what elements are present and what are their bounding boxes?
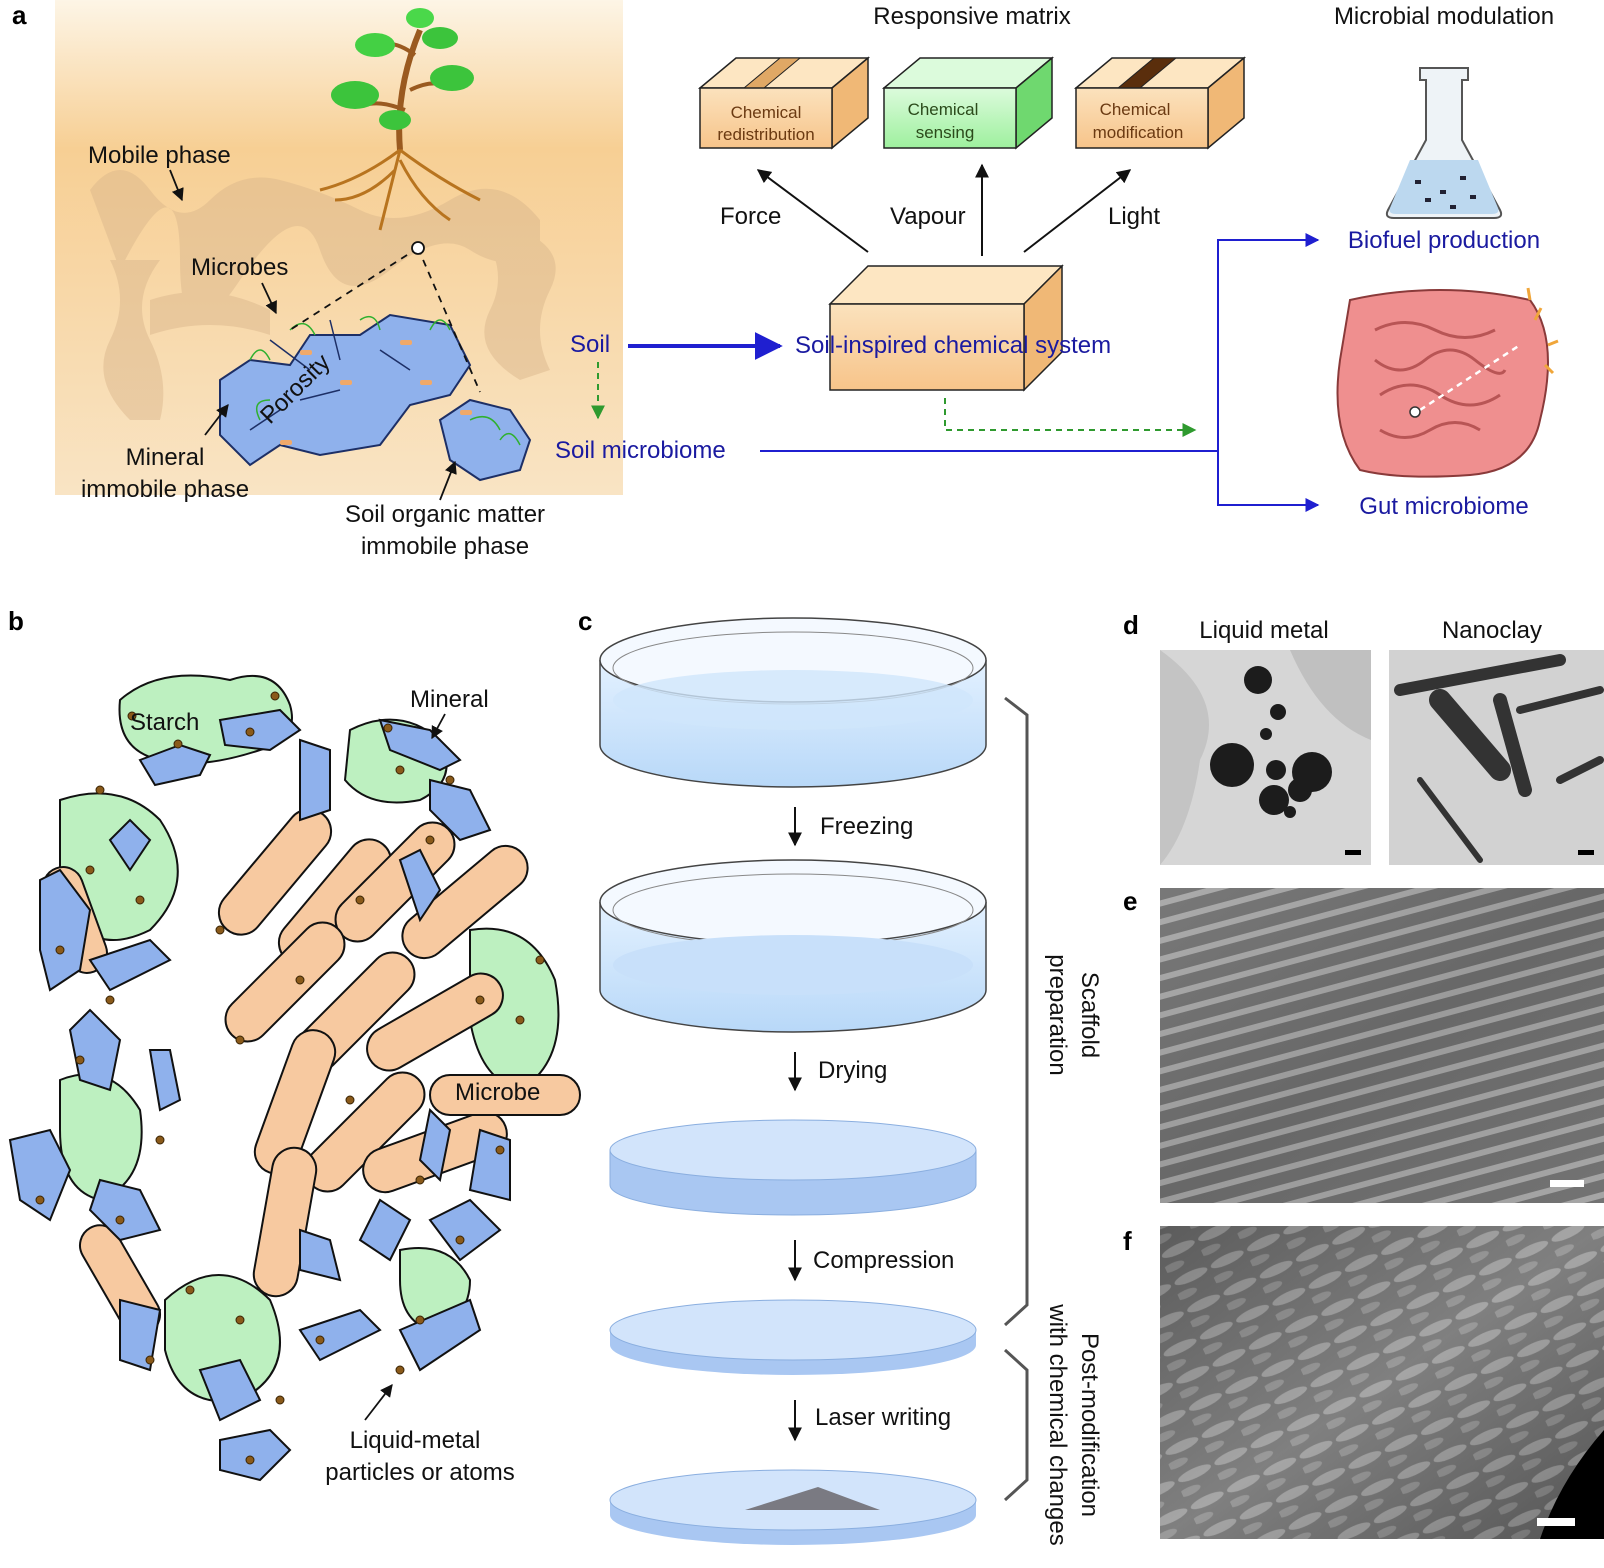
label-starch: Starch	[130, 709, 199, 736]
label-som-line2: immobile phase	[361, 533, 529, 560]
label-responsive-matrix: Responsive matrix	[873, 3, 1070, 30]
label-lm-line1: Liquid-metal	[350, 1427, 481, 1454]
panel-a: a	[12, 0, 1559, 560]
label-mobile-phase: Mobile phase	[88, 142, 231, 169]
label-som-line1: Soil organic matter	[345, 501, 545, 528]
laser-disc	[609, 1469, 977, 1545]
label-soil: Soil	[570, 331, 610, 358]
label-mineral-line1: Mineral	[126, 444, 205, 471]
panel-d: d Liquid metal Nanoclay	[1123, 610, 1604, 865]
mineral-aggregate	[219, 241, 532, 482]
label-scaffold-line1: Scaffold	[1076, 972, 1103, 1058]
label-scaffold-line2: preparation	[1044, 954, 1071, 1075]
label-gut: Gut microbiome	[1359, 493, 1528, 520]
scale-bar-e	[1550, 1180, 1584, 1187]
dish-2	[599, 859, 987, 1033]
panel-b: b	[8, 606, 581, 1486]
label-light: Light	[1108, 203, 1160, 230]
panel-f: f	[1123, 1226, 1604, 1539]
box2-line2: sensing	[916, 123, 975, 142]
label-mineral-line2: immobile phase	[81, 476, 249, 503]
panel-label-d: d	[1123, 610, 1139, 640]
box2-line1: Chemical	[908, 100, 979, 119]
box1-line1: Chemical	[731, 103, 802, 122]
tem-nanoclay	[1389, 650, 1604, 865]
label-compression: Compression	[813, 1247, 954, 1274]
label-microbial-modulation: Microbial modulation	[1334, 3, 1554, 30]
label-nanoclay: Nanoclay	[1442, 617, 1542, 644]
panel-label-a: a	[12, 0, 27, 30]
box-redistribution	[697, 56, 871, 150]
label-drying: Drying	[818, 1057, 887, 1084]
tem-liquid-metal	[1160, 650, 1371, 865]
label-microbes: Microbes	[191, 254, 288, 281]
label-laser: Laser writing	[815, 1404, 951, 1431]
panel-label-e: e	[1123, 886, 1137, 916]
box3-line1: Chemical	[1100, 100, 1171, 119]
box3-line2: modification	[1093, 123, 1184, 142]
label-biofuel: Biofuel production	[1348, 227, 1540, 254]
label-mineral: Mineral	[410, 686, 489, 713]
panel-c: c Freezing Drying Compression Laser	[578, 606, 1103, 1546]
panel-label-b: b	[8, 606, 24, 636]
panel-e: e	[1123, 886, 1604, 1203]
label-vapour: Vapour	[890, 203, 966, 230]
label-post-line1: Post-modification	[1076, 1333, 1103, 1517]
label-liquid-metal: Liquid metal	[1199, 617, 1328, 644]
panel-label-c: c	[578, 606, 592, 636]
scaffold-disc	[609, 1119, 977, 1216]
system-cube	[828, 264, 1064, 392]
dish-1	[599, 617, 987, 788]
label-lm-line2: particles or atoms	[325, 1459, 514, 1486]
box-modification	[1073, 56, 1247, 150]
composite-illustration	[8, 674, 581, 1482]
panel-label-f: f	[1123, 1226, 1132, 1256]
label-post-line2: with chemical changes	[1044, 1303, 1071, 1545]
soil-pore-network	[90, 170, 556, 420]
label-microbe: Microbe	[455, 1079, 540, 1106]
box1-line2: redistribution	[717, 125, 814, 144]
label-system: Soil-inspired chemical system	[795, 332, 1111, 359]
scale-bar-f	[1537, 1518, 1575, 1526]
plant-icon	[319, 8, 481, 231]
label-soil-microbiome: Soil microbiome	[555, 437, 726, 464]
compressed-disc	[609, 1299, 977, 1375]
label-force: Force	[720, 203, 781, 230]
label-freezing: Freezing	[820, 813, 913, 840]
flask-icon	[1385, 67, 1503, 219]
gut-icon	[1336, 287, 1559, 478]
box-sensing	[881, 56, 1055, 150]
